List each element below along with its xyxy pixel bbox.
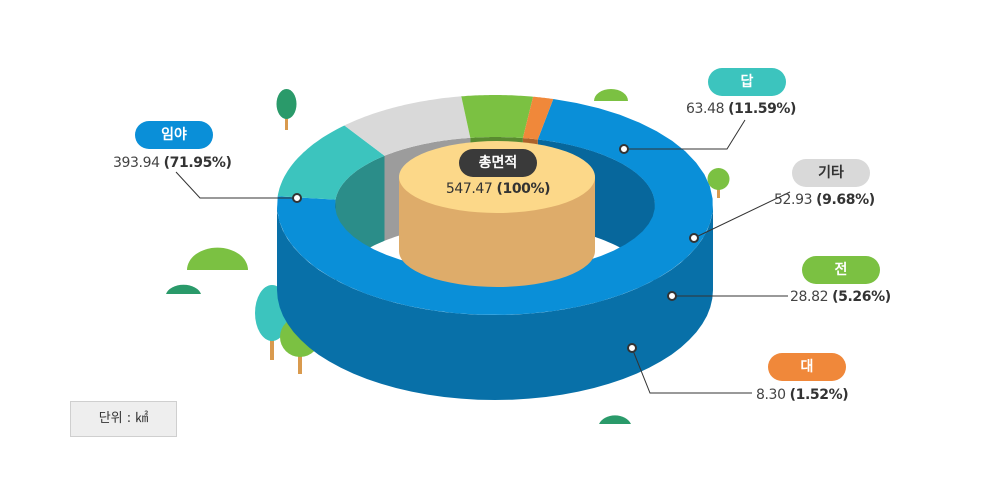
leader-lines [175,119,791,394]
category-value-임야: 393.94 (71.95%) [113,155,232,171]
leader-dot [689,233,699,243]
slice-기타 [344,96,471,156]
value-number: 8.30 [756,387,790,403]
slice-답 [277,125,385,200]
category-pill-답: 답 [708,68,786,96]
unit-label: 단위 : ㎢ [70,401,177,437]
category-value-기타: 52.93 (9.68%) [774,192,875,208]
tree-icon [707,168,730,198]
value-percent: (1.52%) [789,387,849,403]
leader-line [693,191,791,239]
leader-line [624,119,746,150]
leader-line [631,347,752,394]
category-value-전: 28.82 (5.26%) [790,289,891,305]
total-number: 547.47 [445,181,493,197]
category-pill-임야: 임야 [135,121,213,149]
leader-dot [627,343,637,353]
value-percent: (71.95%) [163,155,232,171]
center-cylinder-top [399,141,595,213]
slice-대 [522,96,554,140]
slice-전 [461,95,534,138]
value-percent: (5.26%) [832,289,891,305]
value-number: 393.94 [113,155,164,171]
value-percent: (11.59%) [728,101,797,117]
category-pill-기타: 기타 [792,159,870,187]
slice-outer-wall [277,205,713,400]
center-cylinder [399,141,595,287]
leader-line [175,171,297,199]
total-value: 547.47 (100%) [438,181,558,197]
category-pill-전: 전 [802,256,880,284]
tree-icon [276,89,297,130]
total-percent: (100%) [496,181,551,197]
value-number: 63.48 [686,101,729,117]
category-value-답: 63.48 (11.59%) [686,101,796,117]
value-number: 28.82 [790,289,833,305]
category-pill-대: 대 [768,353,846,381]
leader-dot [667,291,677,301]
mound-icon [187,247,248,270]
leader-dot [292,193,302,203]
mound-icon [594,89,628,101]
leader-dot [619,144,629,154]
mound-icon [599,415,631,424]
total-label: 총면적 [459,149,537,177]
slice-임야 [277,99,713,315]
mound-icon [166,284,201,294]
category-value-대: 8.30 (1.52%) [756,387,849,403]
value-number: 52.93 [774,192,817,208]
value-percent: (9.68%) [816,192,875,208]
